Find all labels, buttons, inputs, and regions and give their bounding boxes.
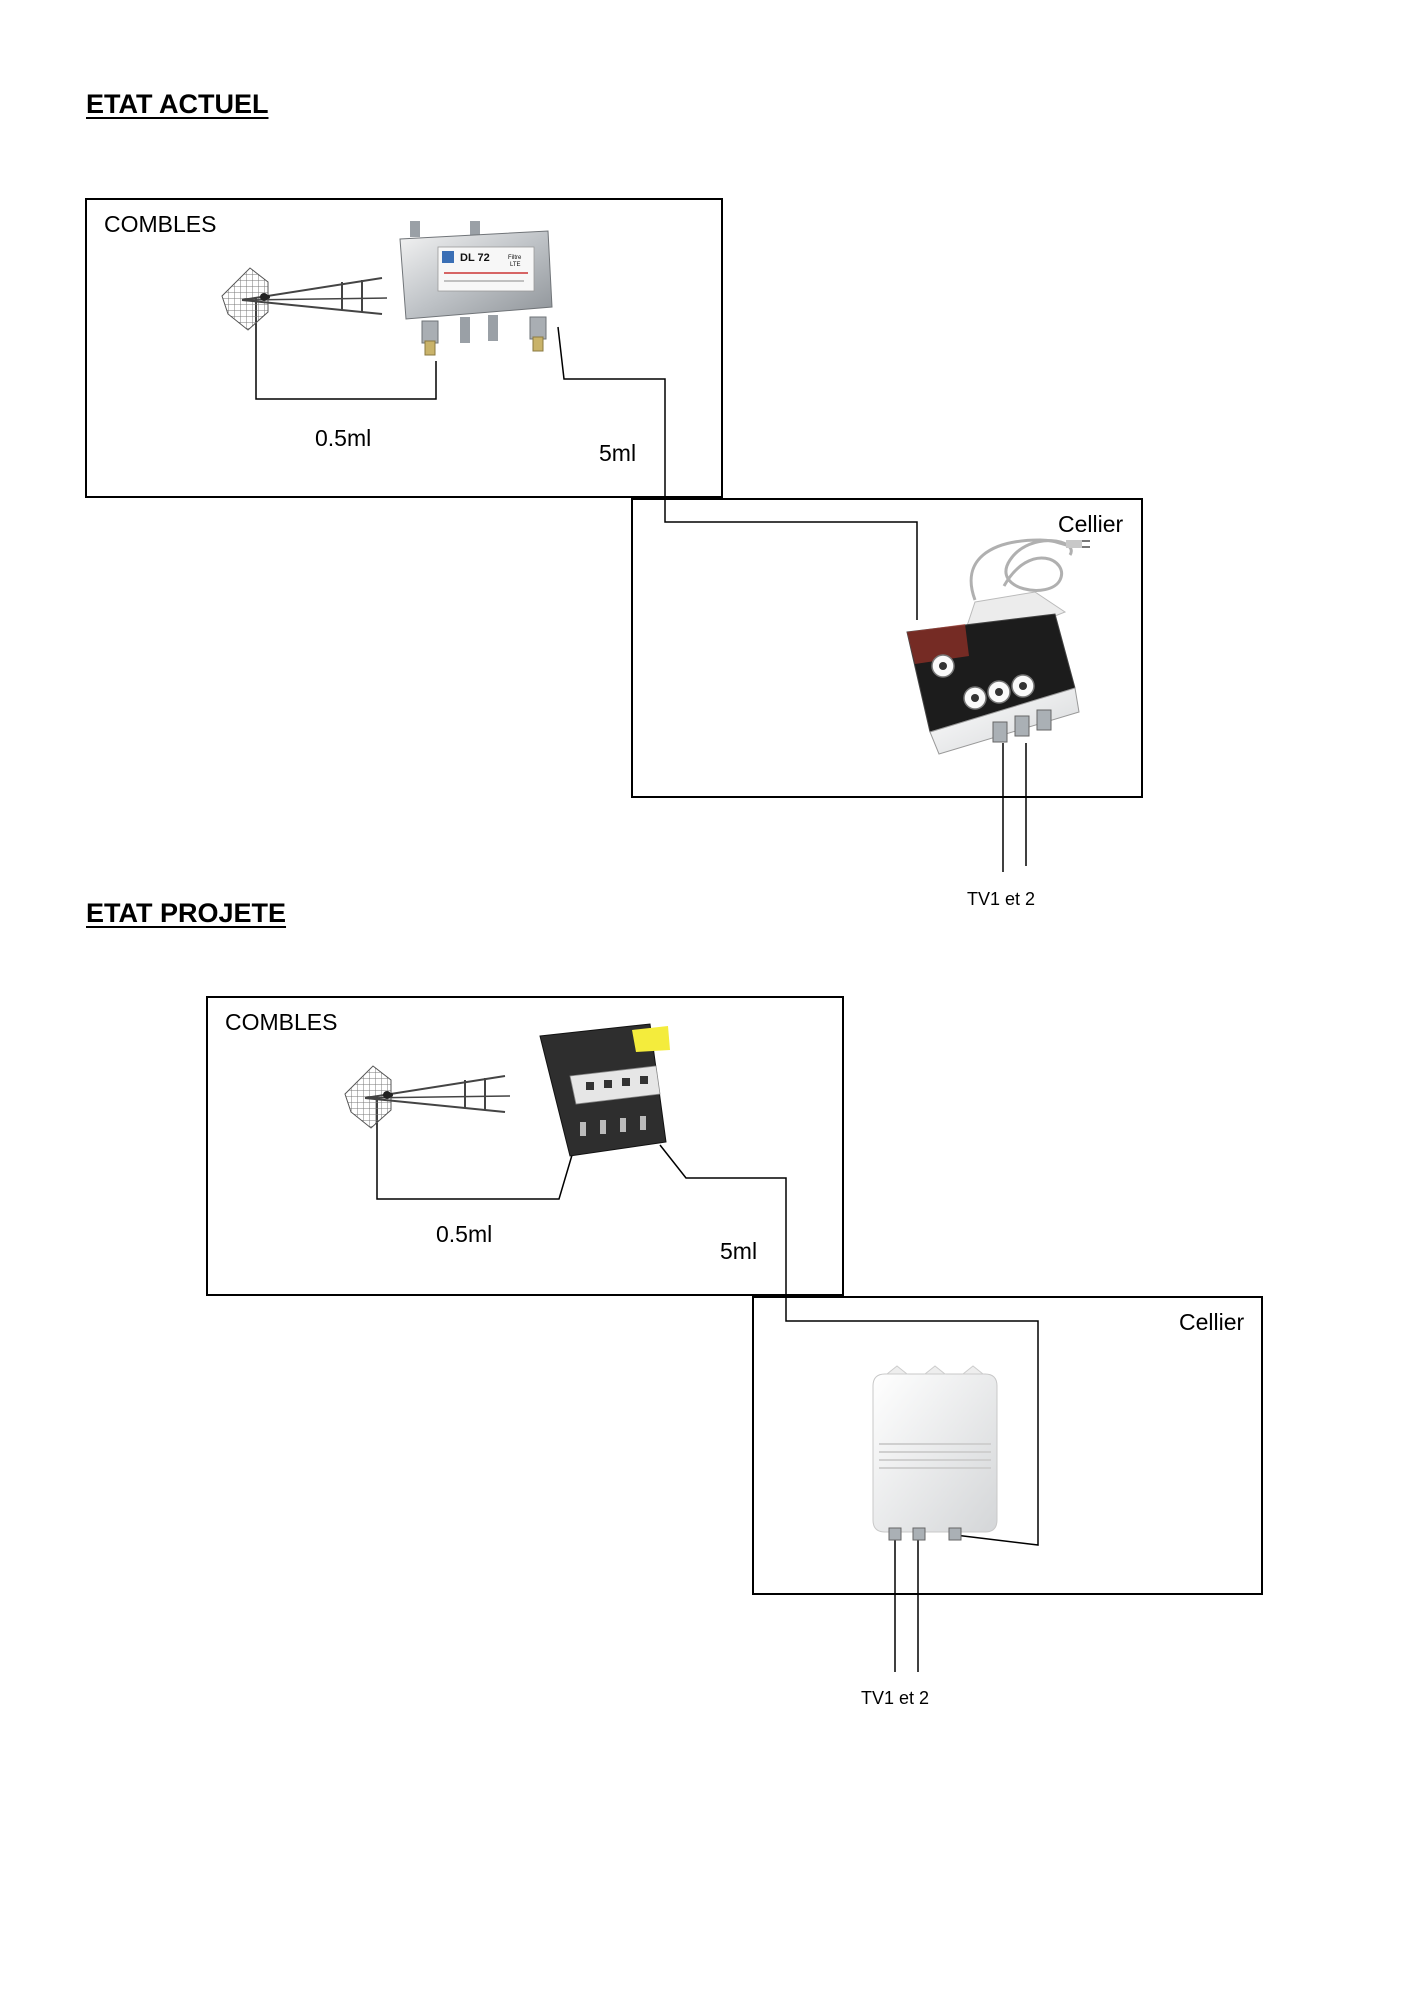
- planned-output-label: TV1 et 2: [861, 1688, 930, 1708]
- current-attic-box: COMBLES 0.5ml 5ml: [85, 198, 723, 498]
- indoor-amplifier-icon: [906, 591, 1080, 755]
- current-cellar-label: Cellier: [1058, 511, 1124, 537]
- planned-cellar-box: Cellier: [752, 1296, 1263, 1595]
- current-output-label: TV1 et 2: [967, 889, 1036, 909]
- antenna-icon: [344, 1065, 511, 1129]
- antenna-icon: [221, 267, 388, 331]
- indoor-amplifier-icon: [872, 1365, 998, 1541]
- planned-attic-box: COMBLES 0.5ml 5ml: [206, 996, 844, 1296]
- svg-text:DL 72: DL 72: [460, 252, 490, 264]
- current-state-heading: ETAT ACTUEL: [86, 89, 269, 119]
- current-cellar-box: Cellier: [631, 498, 1143, 798]
- planned-wires: [376, 1097, 1039, 1672]
- current-wires: [255, 298, 1027, 872]
- planned-attic-label: COMBLES: [225, 1009, 338, 1035]
- planned-cellar-label: Cellier: [1179, 1309, 1245, 1335]
- svg-text:Filtre: Filtre: [508, 255, 522, 261]
- power-supply-icon: [969, 538, 1090, 601]
- planned-state-heading: ETAT PROJETE: [86, 898, 287, 928]
- svg-text:LTE: LTE: [510, 262, 521, 268]
- mast-amplifier-icon: [539, 1023, 670, 1157]
- lte-filter-icon: DL 72 Filtre LTE: [399, 221, 553, 356]
- current-attic-label: COMBLES: [104, 211, 217, 237]
- planned-cable-short-label: 0.5ml: [436, 1221, 493, 1247]
- planned-cable-long-label: 5ml: [720, 1238, 758, 1264]
- current-cable-long-label: 5ml: [599, 440, 637, 466]
- current-cable-short-label: 0.5ml: [315, 425, 372, 451]
